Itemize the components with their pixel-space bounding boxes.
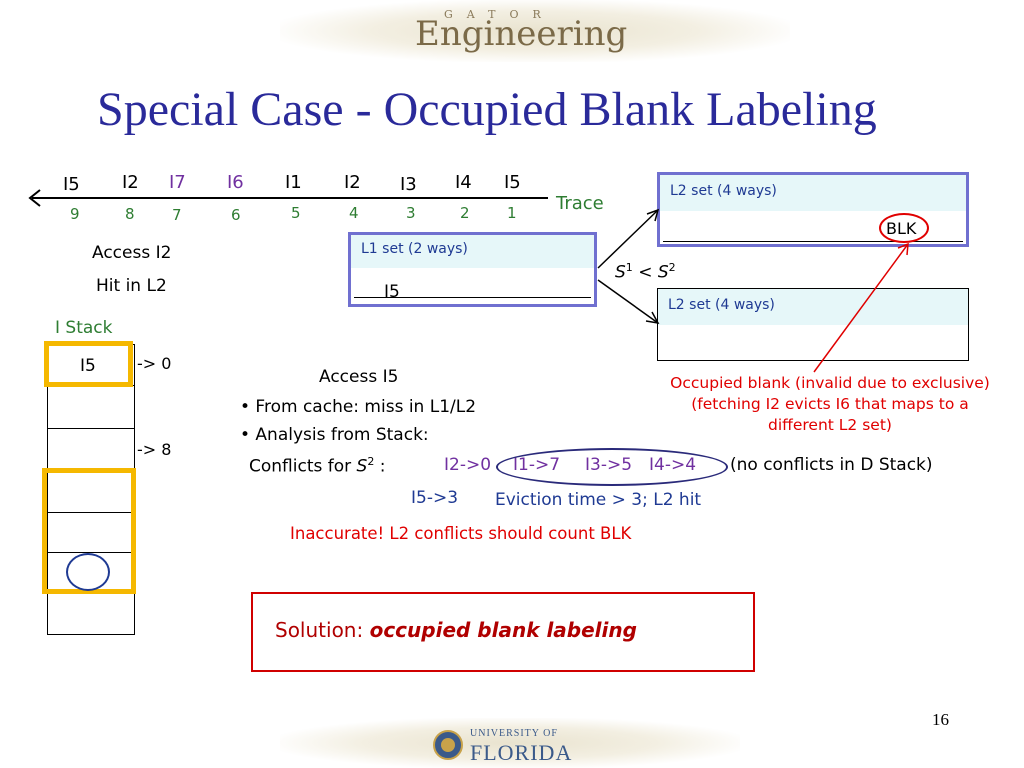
stack-cell [47,513,135,553]
trace-item-name: I2 [122,172,139,193]
conflicts-ellipse [496,448,728,486]
stack-cell [47,429,135,471]
blk-highlight-circle [879,213,929,243]
trace-item-index: 9 [70,205,80,223]
l1-entry: I5 [384,282,400,302]
stack-top-highlight [44,341,133,387]
trace-arrow [28,189,548,207]
occupied-blank-note: Occupied blank (invalid due to exclusive… [640,373,1020,436]
conflicts-colon: : [379,456,386,477]
stack-cell [47,593,135,635]
header-banner [280,0,790,62]
conflicts-prefix: Conflicts for [249,456,352,477]
l1-header: L1 set (2 ways) [351,235,594,268]
bullet-from-cache: • From cache: miss in L1/L2 [240,397,477,417]
l1-cache-set: L1 set (2 ways) I5 [348,232,597,307]
l2-cache-set-bottom: L2 set (4 ways) [657,288,969,361]
s2-sup: 2 [668,261,676,274]
conflicts-set-symbol: S [356,456,368,477]
trace-item-index: 5 [291,204,301,222]
trace-item-name: I5 [63,174,80,195]
university-seal-icon [433,730,463,760]
trace-item-name: I1 [285,172,302,193]
trace-item-name: I3 [400,174,417,195]
s1-symbol: S [615,262,626,283]
l2-bottom-header: L2 set (4 ways) [658,289,968,325]
no-conflicts-d-stack: (no conflicts in D Stack) [730,455,933,475]
trace-item-index: 6 [231,206,241,224]
trace-item-index: 8 [125,205,135,223]
stack-marker-0: -> 0 [137,354,172,373]
conflict-i2: I2->0 [444,455,492,475]
solution-box: Solution: occupied blank labeling [251,592,755,672]
stack-cell [47,471,135,513]
stack-marker-8: -> 8 [137,440,172,459]
trace-item-index: 3 [406,204,416,222]
trace-item-index: 1 [507,204,517,222]
s2-symbol: S [657,262,669,283]
trace-item-name: I6 [227,172,244,193]
l2-top-header: L2 set (4 ways) [660,175,966,211]
solution-prefix: Solution: [275,618,364,642]
less-than: < [638,262,653,283]
trace-item-index: 4 [349,204,359,222]
inaccurate-text: Inaccurate! L2 conflicts should count BL… [290,524,632,543]
trace-item-name: I2 [344,172,361,193]
footer-univ-top: UNIVERSITY OF [470,728,558,739]
solution-emphasis: occupied blank labeling [369,618,637,642]
access-i2-text: Access I2 [92,243,172,263]
note-line-1: Occupied blank (invalid due to exclusive… [670,374,990,392]
trace-item-name: I4 [455,172,472,193]
footer-univ-main: FLORIDA [470,740,573,765]
page-number: 16 [932,710,949,729]
access-i5-title: Access I5 [319,367,399,387]
stack-range-highlight [42,468,136,594]
stack-cell [47,344,135,386]
footer-banner [280,718,740,768]
set-comparison: S1 < S2 [615,261,676,283]
trace-item-index: 7 [172,206,182,224]
trace-item-index: 2 [460,204,470,222]
note-line-2: (fetching I2 evicts I6 that maps to a [691,395,969,413]
s1-sup: 1 [625,261,633,274]
conflicts-label: Conflicts for S2 : [249,455,385,477]
logo-engineering: Engineering [415,14,628,54]
conflicts-sup: 2 [367,455,375,468]
l1-way-divider [354,297,591,298]
logo-gator-text: GATOR [444,8,555,21]
note-line-3: different L2 set) [768,416,892,434]
l2-top-way-divider [663,241,963,242]
stack-top-entry: I5 [80,356,96,376]
solution-text: Solution: occupied blank labeling [275,618,637,642]
blank-marker-circle [66,553,110,591]
bullet-analysis-stack: • Analysis from Stack: [240,425,429,445]
stack-cell [47,386,135,429]
l2-cache-set-top: L2 set (4 ways) BLK [657,172,969,247]
i5-conflict: I5->3 [411,488,459,508]
trace-label: Trace [556,193,604,214]
slide-title: Special Case - Occupied Blank Labeling [97,83,877,136]
trace-item-name: I7 [169,172,186,193]
stack-label: I Stack [55,318,113,338]
hit-in-l2-text: Hit in L2 [96,276,167,296]
trace-item-name: I5 [504,172,521,193]
eviction-time-text: Eviction time > 3; L2 hit [495,490,702,510]
